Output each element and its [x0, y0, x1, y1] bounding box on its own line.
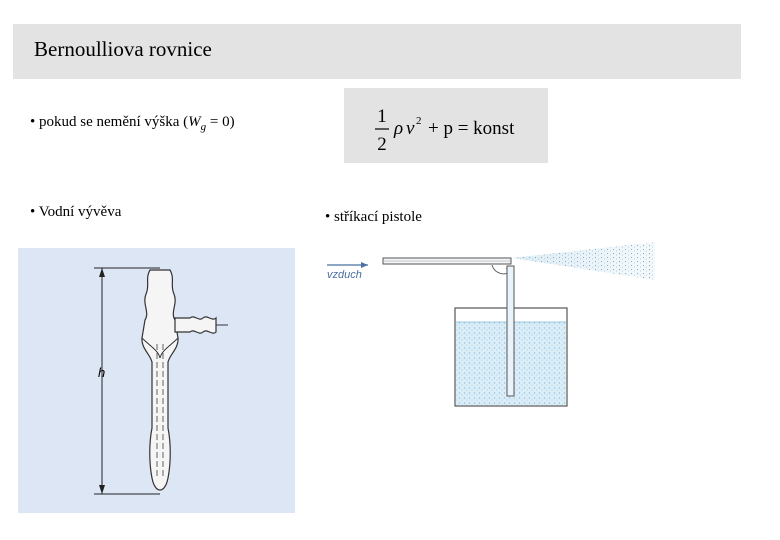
angle-arc [491, 264, 509, 275]
bullet-height-suffix: = 0) [206, 114, 235, 130]
formula-numerator: 1 [377, 106, 387, 127]
water-pump-drawing: h [94, 267, 228, 495]
slide-title: Bernoulliova rovnice [34, 37, 212, 61]
formula-rest: + p = konst [428, 118, 515, 139]
title-bar: Bernoulliova rovnice [13, 24, 741, 79]
pump-nozzle [141, 337, 179, 359]
formula-box: 1 2 ρ v 2 + p = konst [344, 88, 548, 163]
bullet-height-constant: • pokud se nemění výška (Wg = 0) [30, 114, 235, 133]
suction-tube [506, 265, 515, 397]
pump-side-inlet [174, 316, 217, 334]
pump-glass-body [141, 269, 179, 491]
formula-exponent: 2 [416, 115, 422, 127]
bernoulli-formula: 1 2 ρ v 2 + p = konst [375, 106, 515, 155]
air-label: vzduch [327, 269, 362, 281]
air-arrow-head [361, 262, 368, 268]
water-pump-diagram: h [18, 248, 295, 513]
spray-mist-tint [512, 242, 655, 280]
spray-gun-diagram: vzduch [318, 236, 663, 414]
formula-rho: ρ [393, 118, 403, 139]
work-variable: W [188, 114, 201, 130]
bullet-height-prefix: • pokud se nemění výška ( [30, 114, 189, 130]
bullet-water-pump: • Vodní vývěva [30, 204, 122, 220]
bullet-spray-gun: • stříkací pistole [325, 209, 422, 225]
formula-velocity: v [406, 118, 415, 139]
work-variable-subscript: g [200, 121, 207, 133]
spray-gun-drawing: vzduch [327, 242, 655, 407]
height-label: h [98, 365, 105, 380]
formula-denominator: 2 [377, 134, 387, 155]
